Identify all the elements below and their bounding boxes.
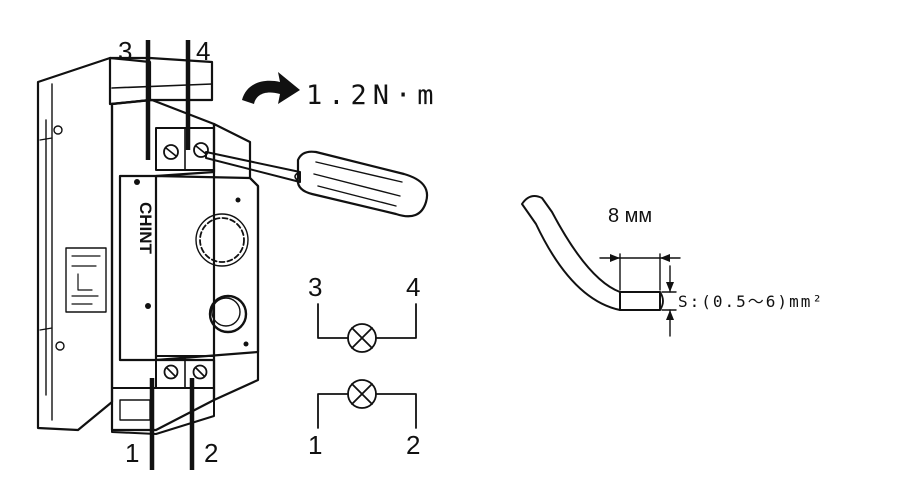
brand-label: CHINT (136, 202, 155, 255)
device-terminal-1: 1 (125, 438, 139, 468)
rating-label (65, 247, 107, 313)
schematic-terminal-3: 3 (308, 272, 322, 302)
lamp-schematic: 3 4 1 2 (308, 272, 420, 460)
wires (145, 40, 195, 470)
device-terminal-3: 3 (118, 36, 132, 66)
device-terminal-2: 2 (204, 438, 218, 468)
torque-value: 1.2N·m (306, 80, 440, 111)
lamp-symbol-icon (347, 323, 377, 353)
stripped-wire-detail (521, 195, 681, 337)
schematic-terminal-2: 2 (406, 430, 420, 460)
terminal-screw-1 (163, 364, 179, 380)
rotate-arrow-icon (242, 72, 300, 104)
cross-section-label: S:(0.5～6)mm² (678, 292, 824, 311)
schematic-terminal-1: 1 (308, 430, 322, 460)
screwdriver-icon (205, 150, 429, 218)
device-terminal-4: 4 (196, 36, 210, 66)
indicator-button (208, 294, 248, 334)
lamp-symbol-icon (347, 379, 377, 409)
strip-length-label: 8 мм (608, 205, 652, 227)
terminal-screw-3 (163, 144, 179, 160)
terminal-screw-2 (192, 364, 208, 380)
terminal-screw-4 (193, 142, 209, 158)
lamp-window (199, 217, 245, 263)
schematic-terminal-4: 4 (406, 272, 420, 302)
